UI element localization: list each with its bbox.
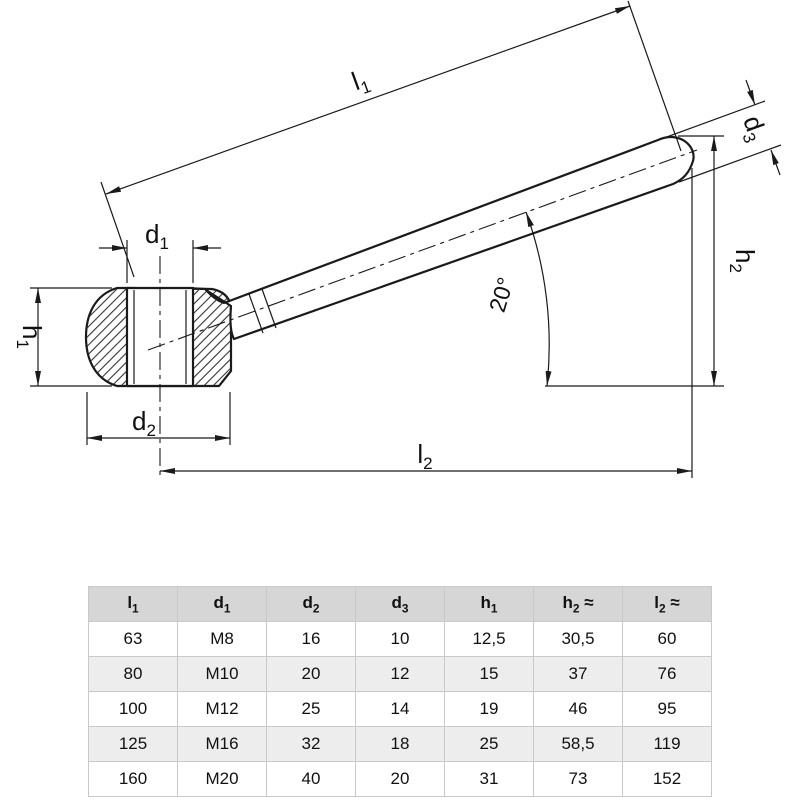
dim-l1-line: [105, 5, 631, 195]
table-cell: 100: [88, 691, 178, 727]
table-cell: 125: [88, 726, 178, 762]
label-d2: d2: [132, 406, 156, 440]
table-cell: 12,5: [444, 621, 534, 657]
col-header-d2: d2: [266, 586, 356, 622]
handle-outline: [204, 135, 695, 341]
dim-d3-ext-lower: [678, 144, 782, 183]
table-cell: M10: [177, 656, 267, 692]
table-cell: 32: [266, 726, 356, 762]
table-cell: 152: [622, 761, 712, 797]
table-cell: M8: [177, 621, 267, 657]
table-cell: 95: [622, 691, 712, 727]
table-cell: 20: [355, 761, 445, 797]
table-row: 100 M12 25 14 19 46 95: [88, 691, 712, 727]
table-cell: 160: [88, 761, 178, 797]
label-l2: l2: [417, 439, 432, 473]
table-cell: 10: [355, 621, 445, 657]
table-cell: 31: [444, 761, 534, 797]
table-cell: 76: [622, 656, 712, 692]
hub-hatch-right: [192, 287, 232, 387]
dim-angle-arc: [525, 211, 552, 387]
table-cell: 12: [355, 656, 445, 692]
table-cell: 80: [88, 656, 178, 692]
table-row: 80 M10 20 12 15 37 76: [88, 656, 712, 692]
dim-d3-arrow-upper: [745, 79, 756, 106]
table-cell: 60: [622, 621, 712, 657]
col-header-l2: l2 ≈: [622, 586, 712, 622]
table-cell: 119: [622, 726, 712, 762]
table-cell: 25: [444, 726, 534, 762]
technical-drawing: l1 d3 h2 20° d1 h1 d2 l2: [13, 0, 782, 480]
col-header-h1: h1: [444, 586, 534, 622]
table-cell: 14: [355, 691, 445, 727]
table-header-row: l1 d1 d2 d3 h1 h2 ≈ l2 ≈: [88, 586, 712, 622]
table-cell: 20: [266, 656, 356, 692]
table-cell: 15: [444, 656, 534, 692]
col-header-d1: d1: [177, 586, 267, 622]
col-header-l1: l1: [88, 586, 178, 622]
dim-l1-ext-left: [100, 181, 135, 278]
table-cell: 40: [266, 761, 356, 797]
table-cell: 19: [444, 691, 534, 727]
dim-d3-arrow-lower: [770, 149, 781, 176]
label-h1: h1: [13, 325, 47, 349]
table-cell: 46: [533, 691, 623, 727]
table-cell: 63: [88, 621, 178, 657]
label-d1: d1: [145, 219, 169, 253]
table-cell: 16: [266, 621, 356, 657]
table-cell: 25: [266, 691, 356, 727]
centerline-handle-axis: [147, 149, 698, 351]
label-l1: l1: [348, 63, 374, 100]
table-row: 63 M8 16 10 12,5 30,5 60: [88, 621, 712, 657]
table-row: 125 M16 32 18 25 58,5 119: [88, 726, 712, 762]
table-cell: M20: [177, 761, 267, 797]
table-cell: 73: [533, 761, 623, 797]
col-header-d3: d3: [355, 586, 445, 622]
label-angle: 20°: [484, 274, 519, 315]
handle-transition-line-1: [248, 293, 264, 334]
table-cell: 30,5: [533, 621, 623, 657]
table-cell: M12: [177, 691, 267, 727]
table-cell: 37: [533, 656, 623, 692]
col-header-h2: h2 ≈: [533, 586, 623, 622]
label-d3: d3: [734, 112, 774, 146]
dim-d3-ext-upper: [663, 100, 766, 139]
table-cell: 58,5: [533, 726, 623, 762]
table-row: 160 M20 40 20 31 73 152: [88, 761, 712, 797]
dimension-table: l1 d1 d2 d3 h1 h2 ≈ l2 ≈ 63 M8 16 10 12,…: [88, 586, 712, 797]
handle-transition-line-2: [261, 288, 277, 329]
dim-l1-ext-right: [627, 0, 682, 152]
label-h2: h2: [726, 249, 760, 273]
table-cell: M16: [177, 726, 267, 762]
table-cell: 18: [355, 726, 445, 762]
hub-hatch-left: [85, 287, 128, 387]
